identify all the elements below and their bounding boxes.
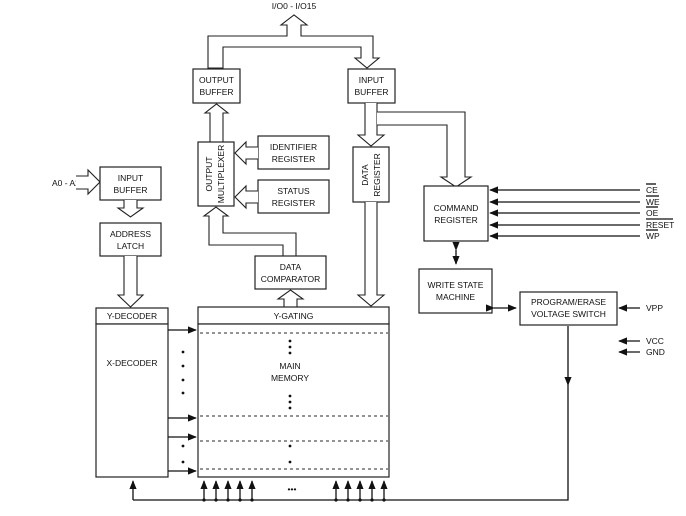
identifier-register-block: IDENTIFIER REGISTER [257, 135, 330, 170]
address-latch-block: ADDRESS LATCH [99, 222, 162, 257]
program-erase-switch-block: PROGRAM/ERASE VOLTAGE SWITCH [519, 291, 618, 326]
address-label: A0 - A20 [52, 178, 85, 188]
data-register-block: DATA REGISTER [352, 146, 390, 203]
main-memory-block: MAIN MEMORY [197, 323, 390, 478]
control-signal-lines [489, 186, 640, 240]
signal-oe: OE [646, 208, 659, 218]
svg-text:BUFFER: BUFFER [355, 87, 389, 97]
svg-text:WRITE STATE: WRITE STATE [428, 280, 484, 290]
svg-text:REGISTER: REGISTER [434, 215, 477, 225]
svg-text:IDENTIFIER: IDENTIFIER [270, 142, 317, 152]
signal-ce: CE [646, 185, 658, 195]
svg-text:VOLTAGE SWITCH: VOLTAGE SWITCH [531, 309, 606, 319]
svg-text:DATA: DATA [360, 164, 370, 186]
svg-text:INPUT: INPUT [359, 75, 385, 85]
signal-reset: RESET [646, 220, 674, 230]
svg-text:MULTIPLEXER: MULTIPLEXER [216, 145, 226, 203]
svg-text:LATCH: LATCH [117, 241, 144, 251]
svg-text:DATA: DATA [280, 262, 302, 272]
data-register-to-ygating-arrow [356, 202, 386, 307]
signal-wp: WP [646, 231, 660, 241]
signal-vcc: VCC [646, 336, 664, 346]
svg-text:PROGRAM/ERASE: PROGRAM/ERASE [531, 297, 606, 307]
input-buffer-to-command-register-arrow [377, 111, 473, 188]
svg-text:Y-DECODER: Y-DECODER [107, 311, 157, 321]
address-input-arrow [76, 168, 101, 196]
io-bus-arrow [207, 14, 381, 69]
svg-text:MAIN: MAIN [279, 361, 300, 371]
svg-text:X-DECODER: X-DECODER [106, 358, 157, 368]
command-register-block: COMMAND REGISTER [423, 185, 489, 242]
svg-text:OUTPUT: OUTPUT [199, 75, 234, 85]
svg-text:MACHINE: MACHINE [436, 292, 476, 302]
power-signals: VPP VCC GND [618, 303, 665, 357]
bit-line-arrows [200, 480, 388, 502]
identifier-to-mux-arrow [234, 140, 258, 166]
svg-text:COMMAND: COMMAND [434, 203, 479, 213]
comparator-to-mux-arrow [202, 206, 297, 256]
svg-text:OUTPUT: OUTPUT [204, 157, 214, 192]
svg-text:STATUS: STATUS [277, 186, 310, 196]
signal-gnd: GND [646, 347, 665, 357]
svg-text:BUFFER: BUFFER [200, 87, 234, 97]
word-line-arrows [168, 326, 197, 475]
output-buffer-block: OUTPUT BUFFER [192, 68, 241, 104]
svg-text:REGISTER: REGISTER [272, 198, 315, 208]
io-bus-label: I/O0 - I/O15 [272, 1, 317, 11]
write-state-machine-block: WRITE STATE MACHINE [418, 268, 493, 314]
mux-to-output-buffer-arrow [203, 103, 230, 142]
y-decoder-block: Y-DECODER [95, 307, 169, 325]
status-register-block: STATUS REGISTER [257, 179, 330, 214]
latch-to-decoder-arrow [116, 256, 145, 308]
input-buffer-addr-block: INPUT BUFFER [99, 166, 162, 201]
svg-text:ADDRESS: ADDRESS [110, 229, 151, 239]
svg-text:REGISTER: REGISTER [272, 154, 315, 164]
signal-we: WE [646, 197, 660, 207]
svg-text:COMPARATOR: COMPARATOR [261, 274, 321, 284]
svg-text:MEMORY: MEMORY [271, 373, 309, 383]
status-to-mux-arrow [234, 184, 258, 210]
svg-text:BUFFER: BUFFER [114, 185, 148, 195]
y-gating-block: Y-GATING [197, 306, 390, 325]
output-multiplexer-block: OUTPUT MULTIPLEXER [197, 141, 235, 207]
bottom-bus-line [133, 385, 569, 501]
x-decoder-block: X-DECODER [95, 323, 169, 478]
control-signal-labels: CE WE OE RESET WP [646, 183, 674, 241]
svg-text:REGISTER: REGISTER [372, 153, 382, 196]
svg-text:Y-GATING: Y-GATING [274, 311, 314, 321]
word-line-ellipsis-dots [181, 350, 185, 464]
input-buffer-io-block: INPUT BUFFER [347, 68, 396, 104]
ygating-to-comparator-arrow [276, 289, 305, 307]
svg-text:INPUT: INPUT [118, 173, 144, 183]
input-buffer-to-latch-arrow [116, 200, 145, 218]
input-buffer-to-data-register-arrow [356, 103, 386, 147]
data-comparator-block: DATA COMPARATOR [254, 255, 327, 290]
bit-line-ellipsis: ••• [288, 484, 297, 494]
signal-vpp: VPP [646, 303, 663, 313]
